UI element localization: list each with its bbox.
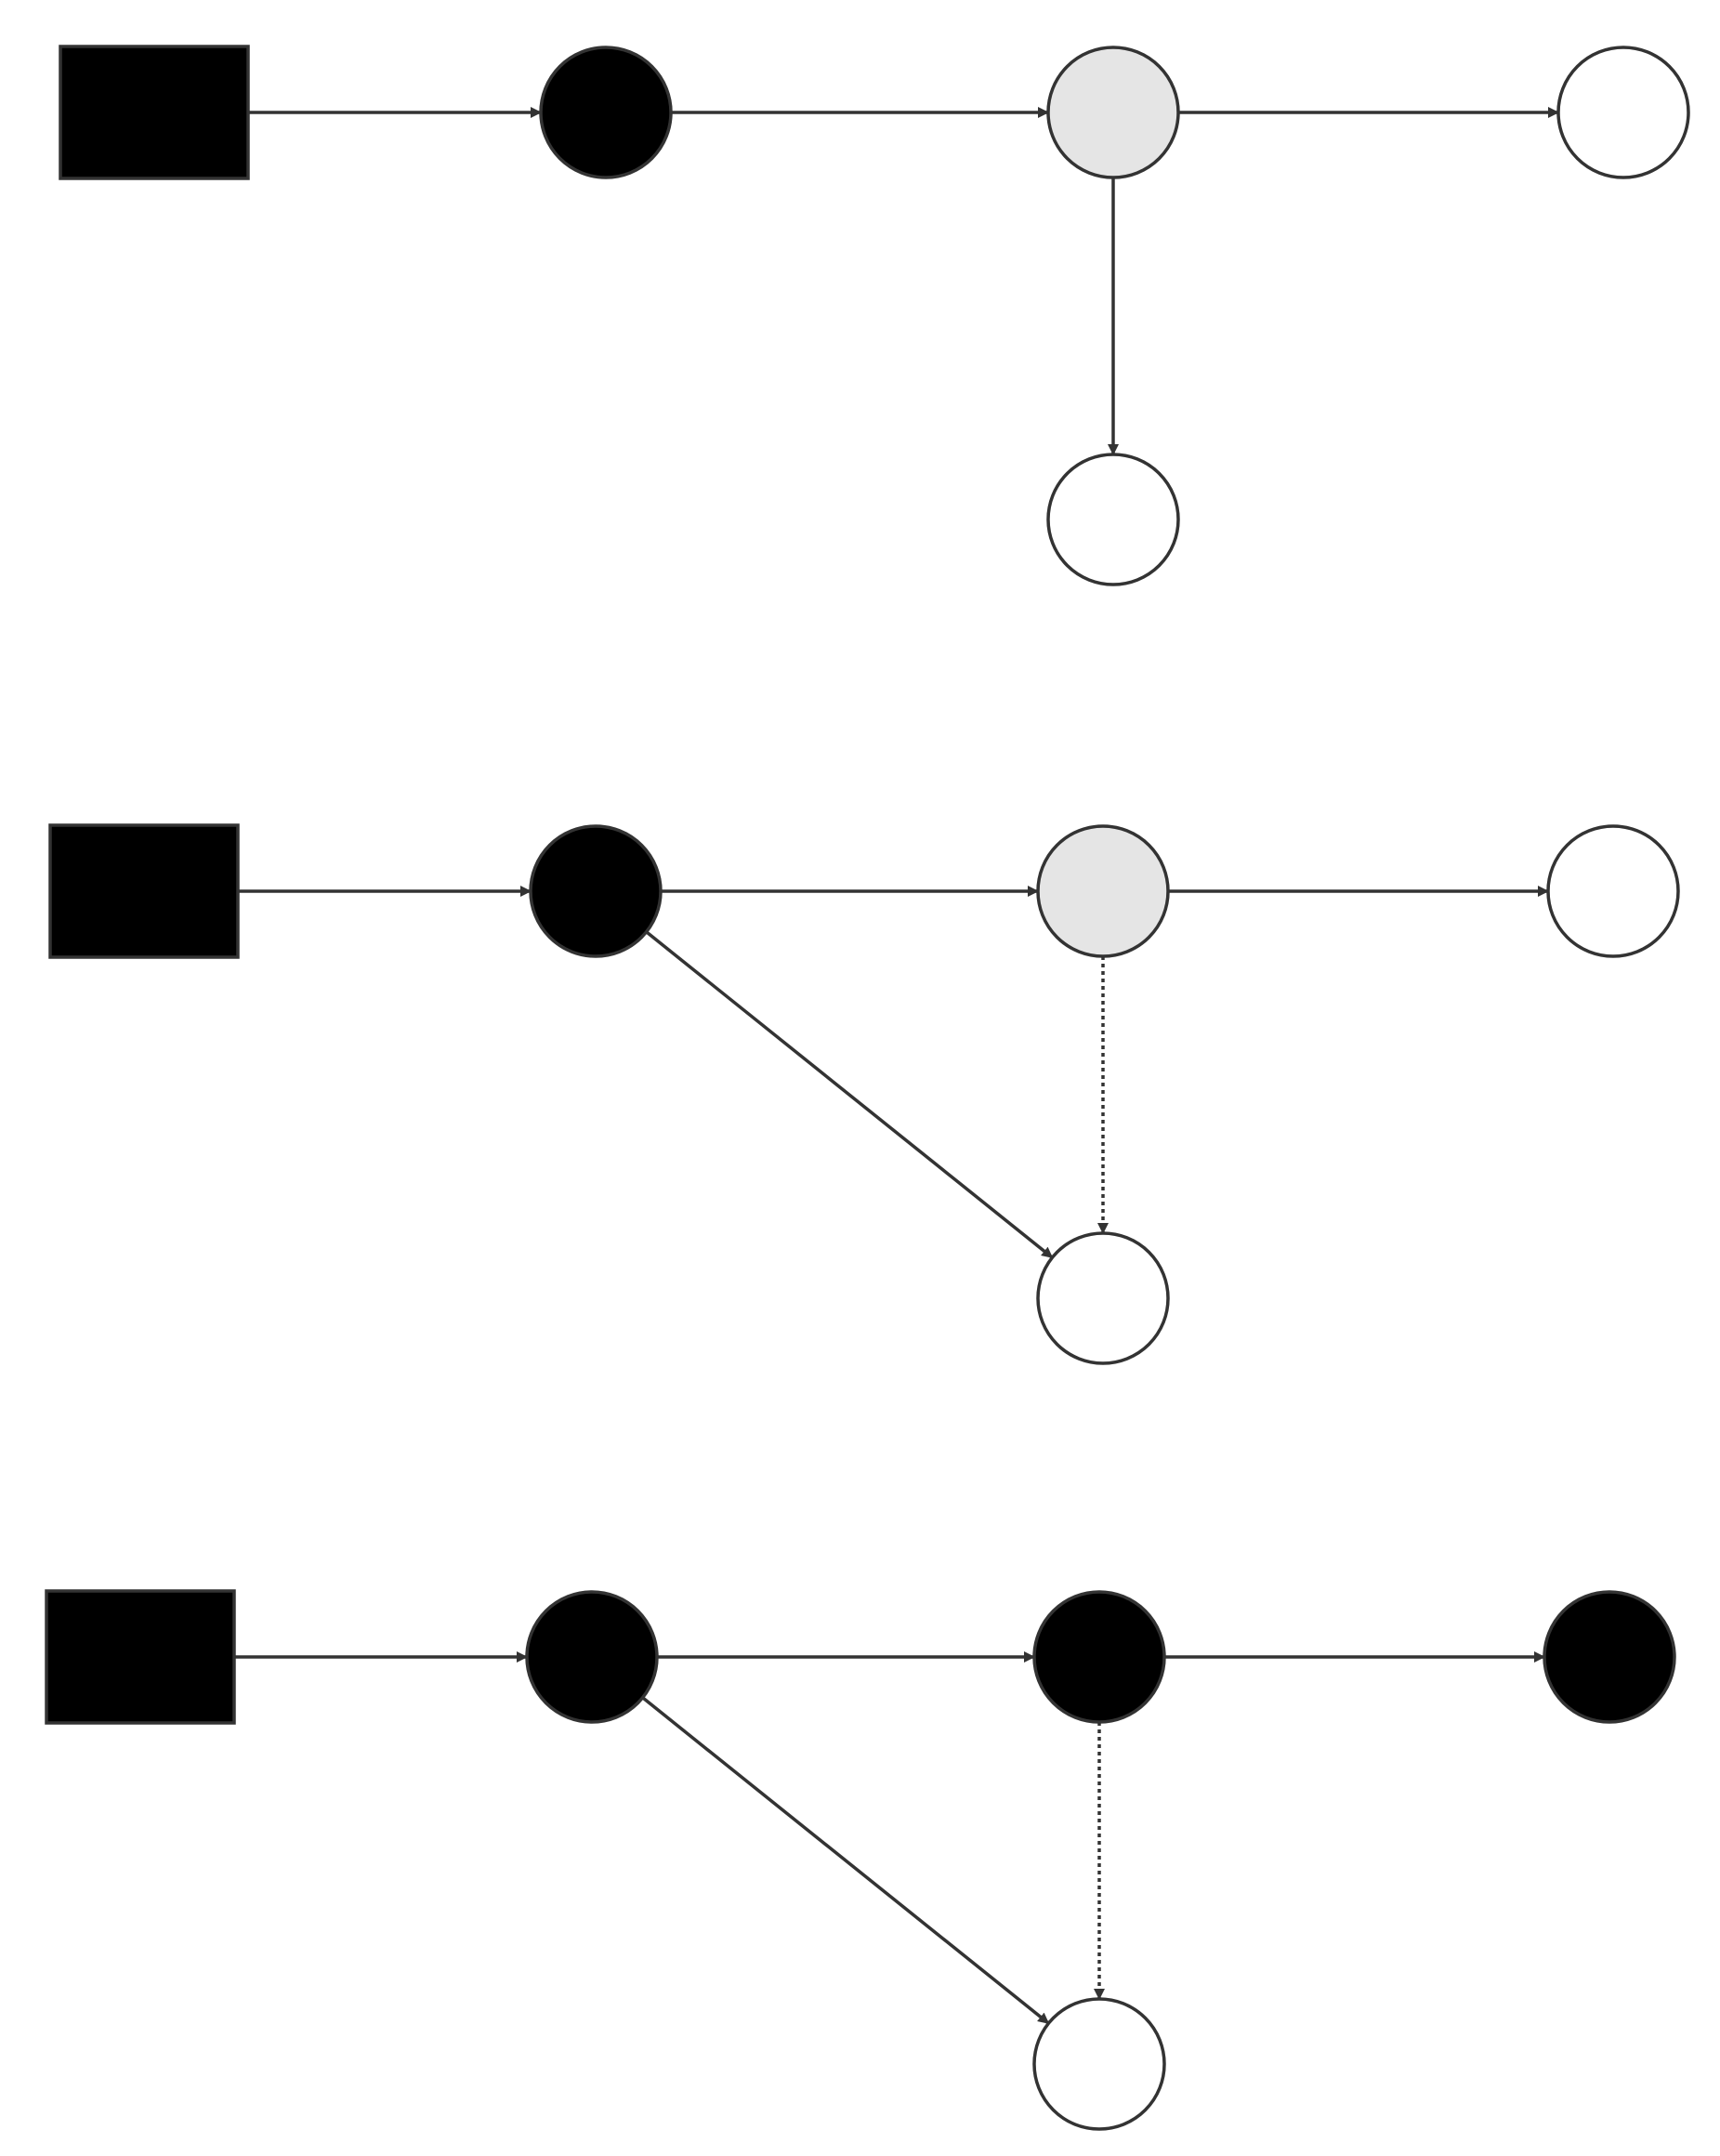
diagram-3 bbox=[45, 1589, 1676, 2131]
node-b-circle-gray bbox=[1046, 46, 1180, 179]
node-s-square-black bbox=[59, 45, 250, 180]
edge-a-to-d bbox=[645, 930, 1054, 1259]
node-s-square-black bbox=[48, 823, 240, 959]
node-b-circle-black bbox=[1032, 1590, 1166, 1724]
node-d-circle-white bbox=[1046, 453, 1180, 586]
node-s-square-black bbox=[45, 1589, 236, 1725]
node-c-circle-white bbox=[1556, 46, 1690, 179]
node-c-circle-black bbox=[1543, 1590, 1676, 1724]
node-c-circle-white bbox=[1546, 824, 1680, 958]
node-d-circle-white bbox=[1036, 1231, 1170, 1365]
node-a-circle-black bbox=[529, 824, 663, 958]
node-d-circle-white bbox=[1032, 1997, 1166, 2131]
node-b-circle-gray bbox=[1036, 824, 1170, 958]
node-a-circle-black bbox=[525, 1590, 659, 1724]
node-a-circle-black bbox=[539, 46, 673, 179]
diagram-2 bbox=[48, 823, 1680, 1365]
edge-a-to-d bbox=[641, 1696, 1050, 2025]
diagram-1 bbox=[59, 45, 1690, 586]
